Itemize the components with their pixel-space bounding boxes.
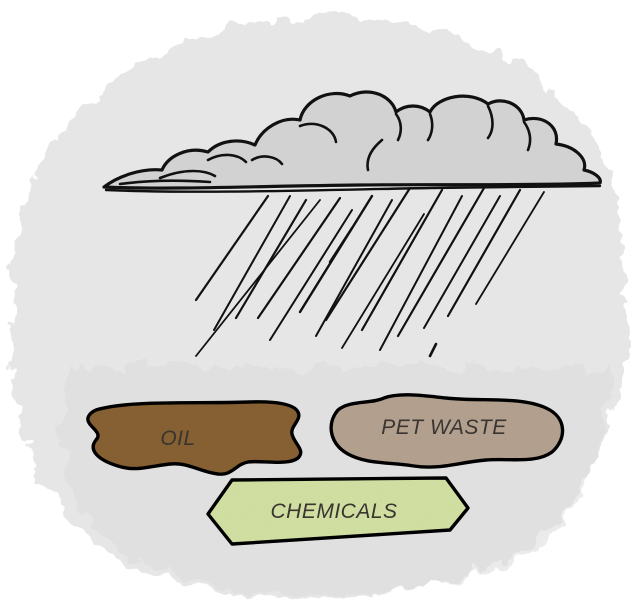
oil-puddle-icon: OIL: [88, 402, 301, 474]
pet-waste-label: PET WASTE: [381, 416, 507, 439]
chemicals-label: CHEMICALS: [270, 500, 397, 523]
oil-label: OIL: [160, 427, 195, 450]
pet-waste-puddle-icon: PET WASTE: [331, 395, 562, 467]
